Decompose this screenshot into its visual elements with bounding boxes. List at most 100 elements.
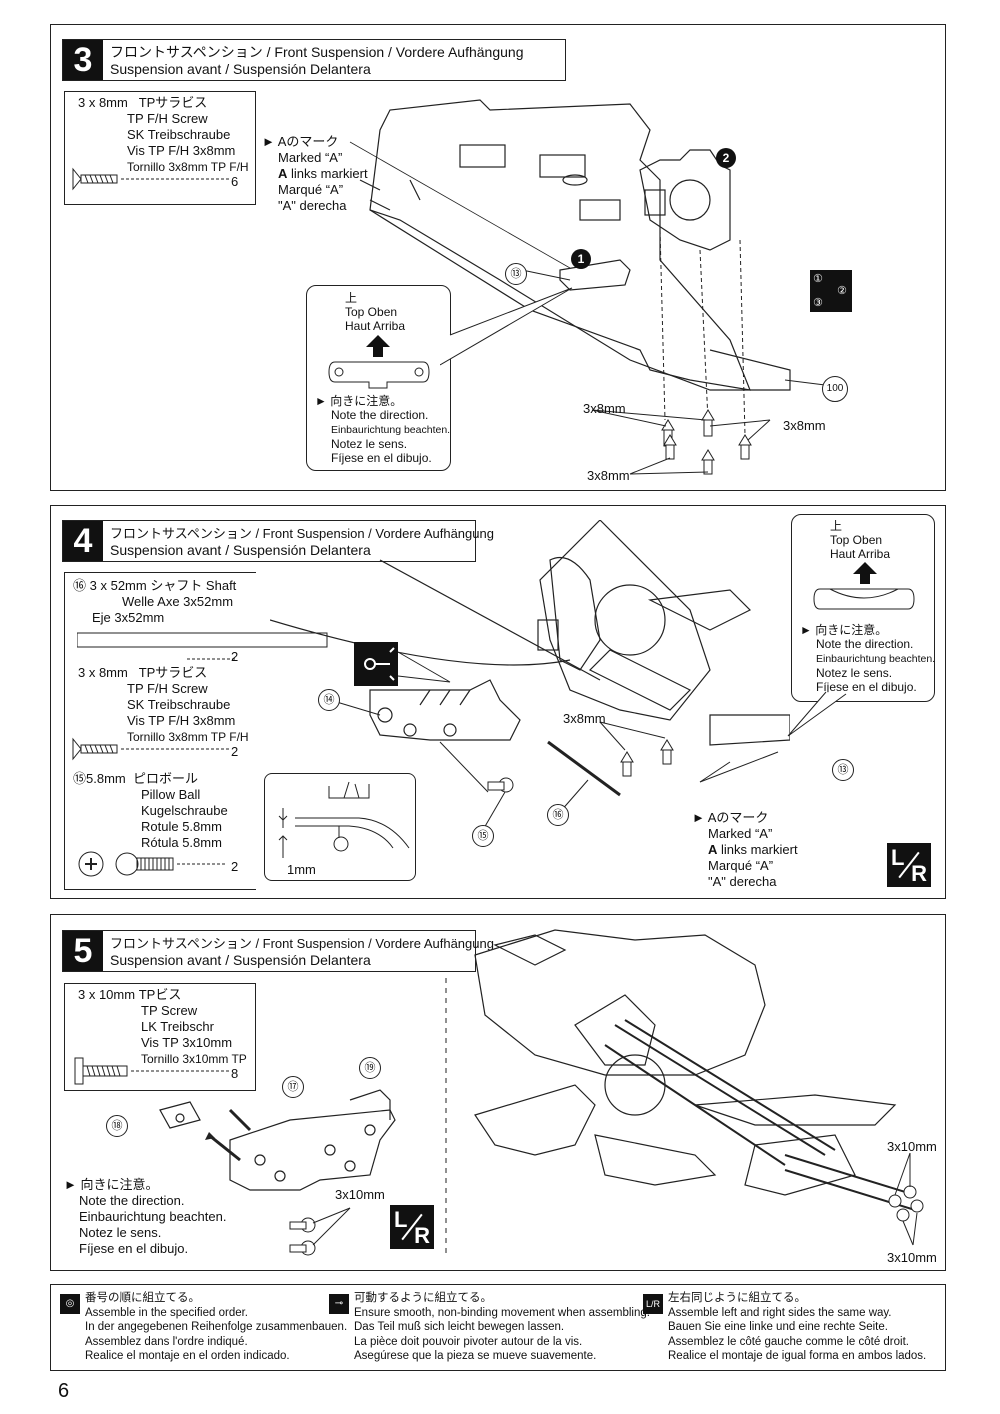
step3-part-es: Tornillo 3x8mm TP F/H [127,160,249,174]
step5-part-size: 3 x 10mm TPビス [78,987,182,1002]
step5-right-diagram [474,929,924,1246]
screw-icon [72,167,231,191]
direction-note-de: Einbaurichtung beachten. [816,653,936,665]
step3-panel [50,24,946,491]
step4-part16-es: Eje 3x52mm [92,610,165,625]
step4-number: 4 [63,521,103,561]
screw-icon [72,737,231,761]
suspension-mount-icon [328,361,430,389]
step5-direction-note: ► 向きに注意。 Note the direction. Einbauricht… [64,1177,226,1257]
step5-parts-box: 3 x 10mm TPビス TP Screw LK Treibschr Vis … [64,983,256,1091]
step4-gap-detail: 1mm [264,773,416,881]
step4-screw-es: Tornillo 3x8mm TP F/H [127,730,249,744]
direction-note-fr: Notez le sens. [816,666,893,680]
direction-note-de: Einbaurichtung beachten. [331,424,451,436]
step4-part15-qty: 2 [231,859,239,874]
step4-screw-qty: 2 [231,744,239,759]
step4-screw-en: TP F/H Screw [127,681,208,696]
direction-note-jp: ► 向きに注意。 [64,1177,159,1192]
callout-pointer [787,691,847,737]
step3-mark-en: Marked “A” [278,150,343,165]
callout-pointer [440,287,573,366]
step5-subtitle: Suspension avant / Suspensión Delantera [110,952,371,968]
step3-mark-de: A links markiert [278,166,368,181]
step4-part15-en: Pillow Ball [141,787,201,802]
step3-header: 3 フロントサスペンション / Front Suspension / Vorde… [62,39,566,81]
page-number: 6 [58,1380,70,1402]
top-label-jp: 上 [830,519,843,533]
step3-mark-es: "A" derecha [278,198,347,213]
step4-part16-qty: 2 [231,649,239,664]
step4-screw-label: 3x8mm [563,711,606,726]
step4-part16-label: ⑯ [547,804,569,826]
pillow-ball-icon [78,851,227,877]
haut-label: Haut Arriba [830,547,891,561]
step3-mark-fr: Marqué “A” [278,182,344,197]
step4-mark-de: A links markiert [708,842,798,857]
assembly-order-icon: ◎ [60,1294,80,1314]
step5-title: フロントサスペンション / Front Suspension / Vordere… [110,936,494,951]
step5-part19-label: ⑲ [359,1057,381,1079]
step5-left-diagram [159,1089,396,1256]
step5-screw-label-left: 3x10mm [335,1187,385,1202]
step4-mark-fr: Marqué “A” [708,858,774,873]
left-right-icon: L/R [643,1294,663,1314]
shaft-icon [77,632,328,660]
step3-screw-label-a: 3x8mm [583,401,626,416]
legend-box: ◎ 番号の順に組立てる。Assemble in the specified or… [50,1284,946,1371]
up-arrow-icon [366,335,390,357]
direction-note-jp: ► 向きに注意。 [800,623,888,637]
step4-part15-label: ⑮ [472,825,494,847]
direction-note-jp: ► 向きに注意。 [315,394,403,408]
legend-order: 番号の順に組立てる。Assemble in the specified orde… [85,1292,348,1362]
step5-screw-label-r1: 3x10mm [887,1139,937,1154]
pivot-movement-icon: ⊸ [329,1294,349,1314]
gap-1mm-label: 1mm [287,862,316,877]
dashed-divider [445,978,447,1258]
assembly-order-icon: ① ② ③ [810,270,852,312]
step5-part18-label: ⑱ [106,1115,128,1137]
step3-number: 3 [63,40,103,80]
step3-part-fr: Vis TP F/H 3x8mm [127,143,236,158]
direction-note-en: Note the direction. [79,1193,185,1208]
top-label-jp: 上 [345,291,358,305]
step5-part-en: TP Screw [141,1003,198,1018]
haut-label: Haut Arriba [345,319,406,333]
step3-title: フロントサスペンション / Front Suspension / Vordere… [110,44,524,60]
legend-movement: 可動するように組立てる。Ensure smooth, non-binding m… [354,1292,650,1362]
direction-note-en: Note the direction. [816,637,914,651]
step5-part-es: Tornillo 3x10mm TP [141,1052,247,1066]
step4-mark-note: ► Aのマーク Marked “A” A links markiert Marq… [692,810,798,890]
up-arrow-icon [853,562,877,584]
step4-mark-es: "A" derecha [708,874,777,889]
step5-number: 5 [63,931,103,971]
step3-part100-label: 100 [822,376,848,402]
top-label: Top Oben [345,305,398,319]
step4-part14-label: ⑭ [318,689,340,711]
step5-screw-label-r2: 3x10mm [887,1250,937,1265]
step5-part-de: LK Treibschr [141,1019,214,1034]
step4-part15-fr: Rotule 5.8mm [141,819,222,834]
direction-note-en: Note the direction. [331,408,429,422]
step4-part16-de: Welle Axe 3x52mm [122,594,234,609]
direction-note-fr: Notez le sens. [331,437,408,451]
step4-header: 4 フロントサスペンション / Front Suspension / Vorde… [62,520,494,562]
direction-note-de: Einbaurichtung beachten. [79,1209,227,1224]
step3-mark-jp: ► Aのマーク [262,134,339,149]
step3-screw-label-c: 3x8mm [587,468,630,483]
step4-part15-name: ⑮5.8mm ピロボール [73,771,198,786]
pivot-arrow-icon [364,647,451,683]
step4-part15-es: Rótula 5.8mm [141,835,222,850]
step5-part-qty: 8 [231,1066,239,1081]
suspension-mount-icon [813,588,915,610]
step4-subtitle: Suspension avant / Suspensión Delantera [110,542,371,558]
step4-screw-fr: Vis TP F/H 3x8mm [127,713,236,728]
step5-part-fr: Vis TP 3x10mm [141,1035,233,1050]
step4-title: フロントサスペンション / Front Suspension / Vordere… [110,526,494,541]
step3-part13-label: ⑬ [505,263,527,285]
direction-note-es: Fíjese en el dibujo. [816,680,917,694]
screw-icon [74,1057,231,1085]
step4-part13-label: ⑬ [832,759,854,781]
step3-part-de: SK Treibschraube [127,127,231,142]
